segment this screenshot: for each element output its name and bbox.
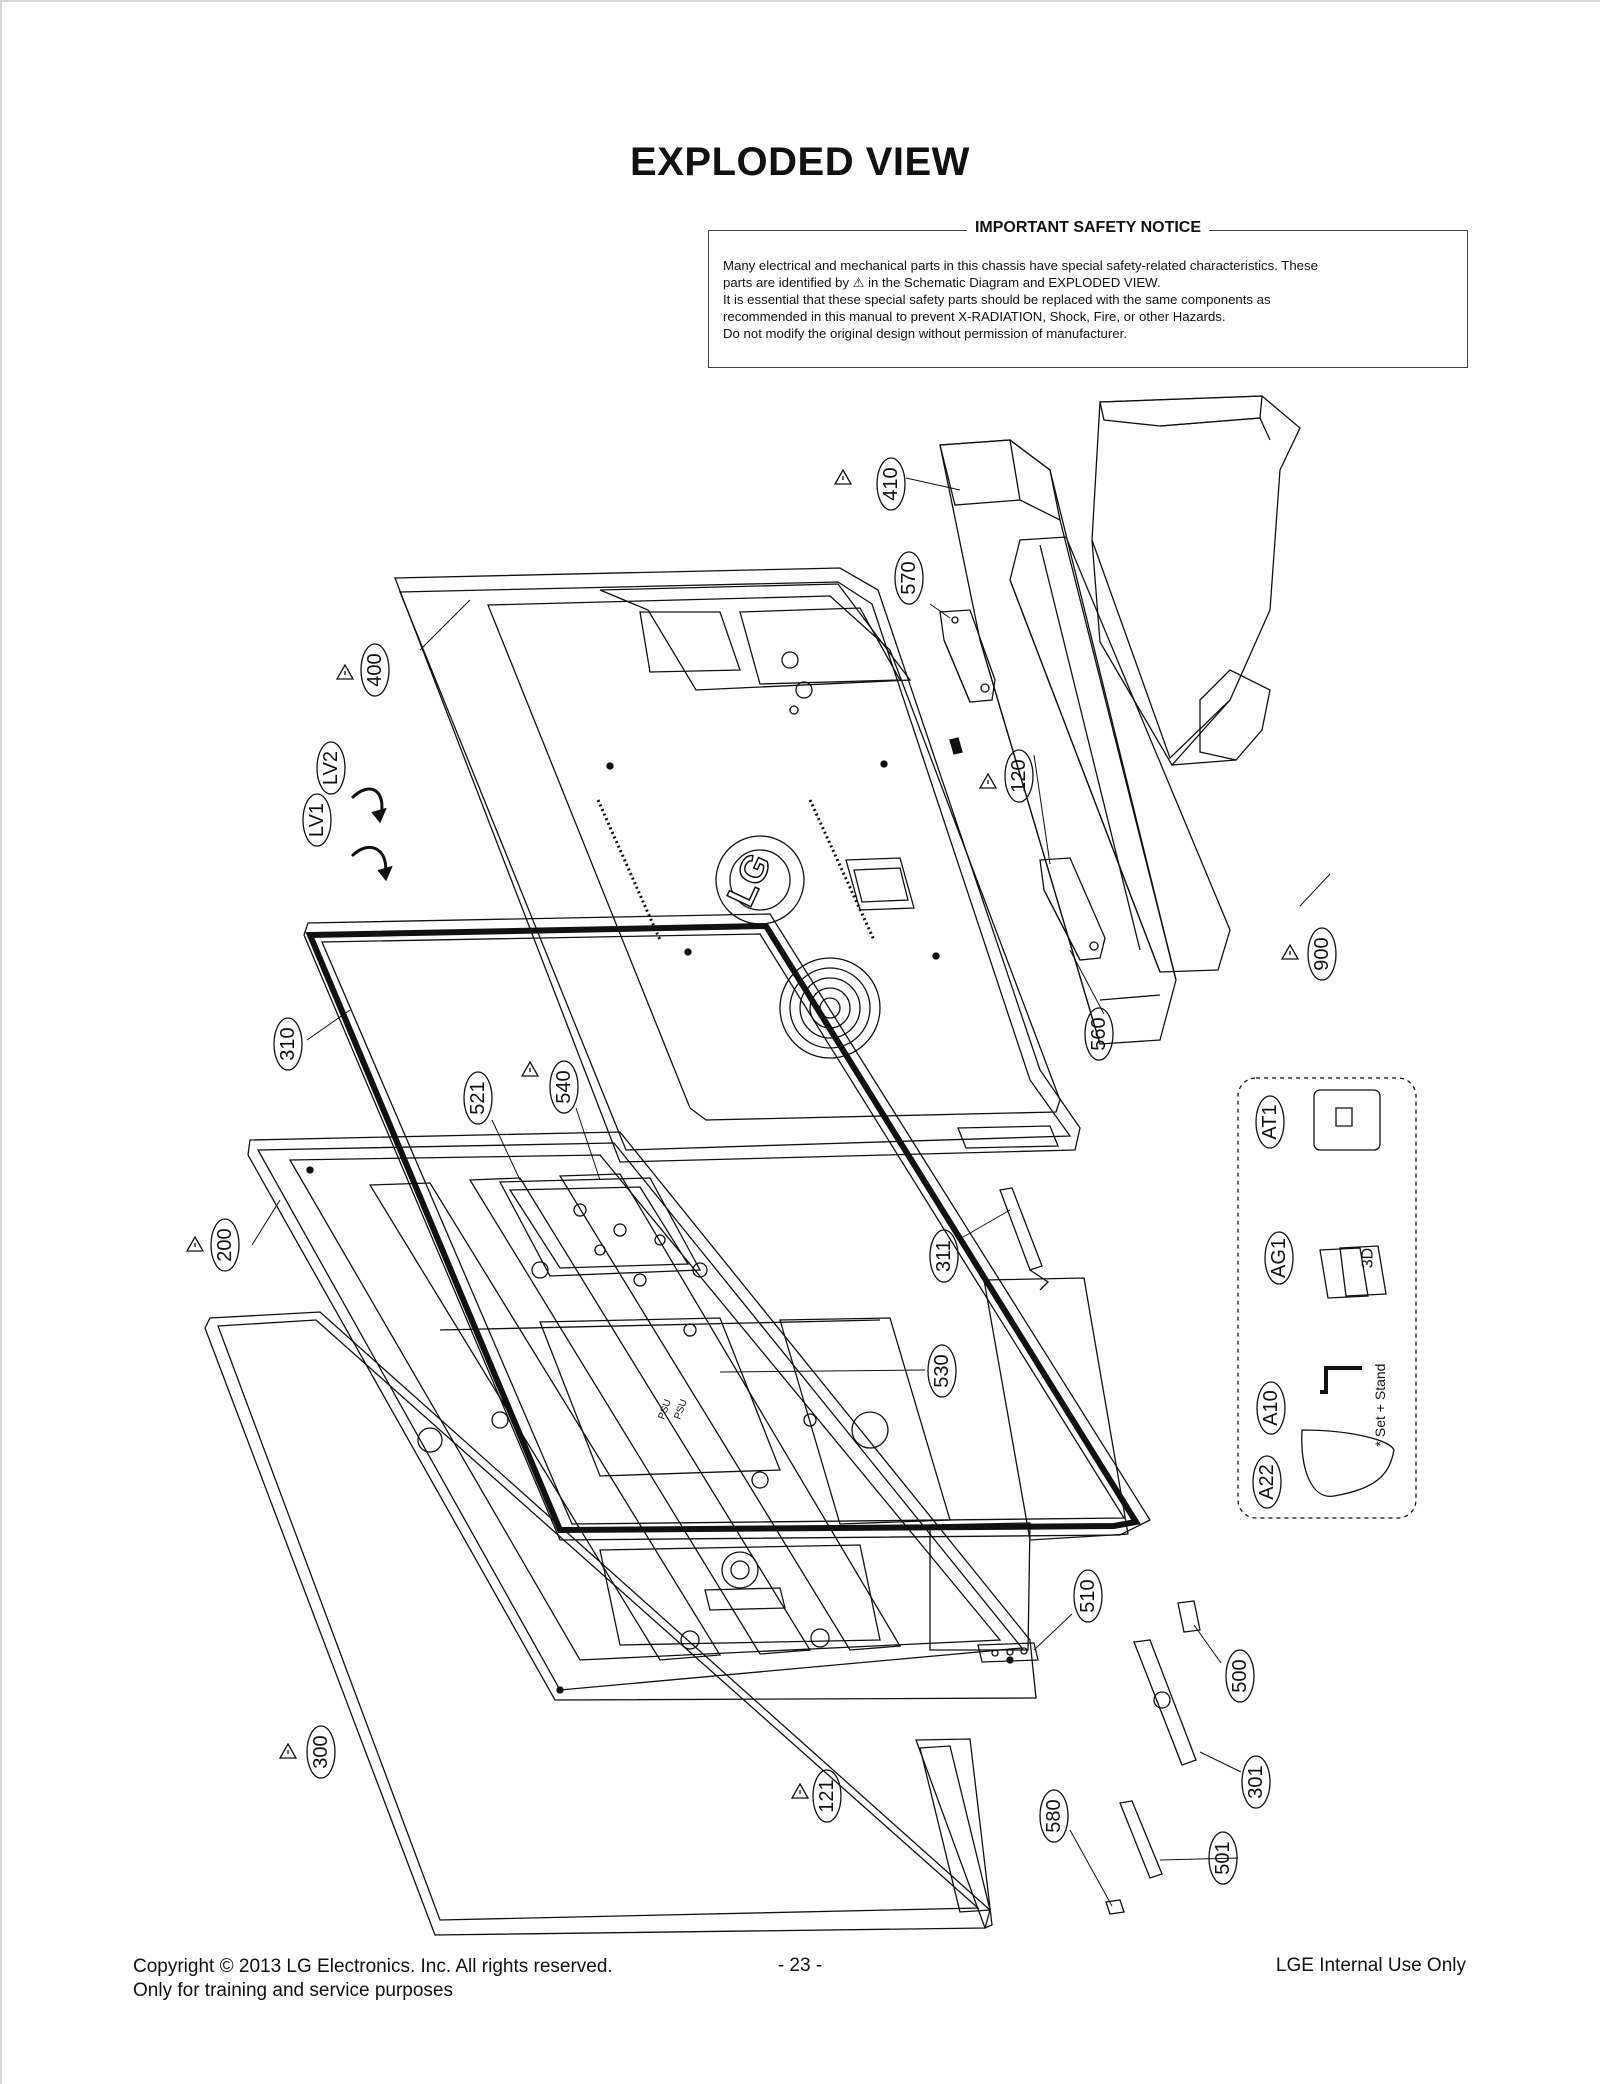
svg-text:120: 120 (1008, 759, 1030, 792)
svg-text:AT1: AT1 (1259, 1104, 1281, 1139)
back-cover (394, 567, 1081, 1163)
callout-560: 560 (1084, 1007, 1114, 1061)
notice-line-5: Do not modify the original design withou… (723, 326, 1127, 341)
shield-plate (779, 1317, 951, 1525)
key-board (977, 1642, 1039, 1663)
svg-text:PSU: PSU (672, 1398, 689, 1421)
callout-510: 510 (1073, 1569, 1103, 1623)
callout-300: 300 (306, 1725, 336, 1779)
lower-panel (919, 1745, 991, 1913)
stand-column (1009, 536, 1231, 973)
svg-text:121: 121 (816, 1779, 838, 1812)
board-501 (1119, 1800, 1163, 1879)
rotation-arrows (350, 787, 393, 882)
notice-line-2: parts are identified by ⚠ in the Schemat… (723, 275, 1161, 290)
notice-line-4: recommended in this manual to prevent X-… (723, 309, 1226, 324)
footer-internal-use: LGE Internal Use Only (1275, 1955, 1466, 1976)
svg-text:540: 540 (553, 1070, 575, 1103)
side-bracket (999, 1187, 1050, 1291)
callout-121: 121 (812, 1769, 842, 1823)
callout-530: 530 (927, 1344, 957, 1398)
page-edge-left (0, 0, 2, 2084)
leader-lines (251, 477, 1331, 1907)
part-callouts: 410 570 400 LV2 LV1 120 900 560 310 540 … (210, 457, 1337, 1885)
svg-text:A10: A10 (1260, 1390, 1282, 1426)
warning-triangle-icon: ⚠ (852, 275, 865, 290)
svg-text:300: 300 (310, 1735, 332, 1768)
svg-text:580: 580 (1043, 1799, 1065, 1832)
svg-text:410: 410 (880, 467, 902, 500)
callout-310: 310 (273, 1017, 303, 1071)
label-set-stand: * Set + Stand (1372, 1364, 1388, 1447)
callout-521: 521 (463, 1071, 493, 1125)
callout-301: 301 (1241, 1755, 1271, 1809)
footer-copyright: Copyright © 2013 LG Electronics. Inc. Al… (133, 1956, 613, 2001)
bracket-301 (1133, 1639, 1197, 1766)
svg-text:311: 311 (933, 1240, 955, 1272)
callout-lv2: LV2 (316, 741, 346, 795)
svg-text:521: 521 (467, 1081, 489, 1114)
callout-200: 200 (210, 1218, 240, 1272)
main-board (498, 1177, 702, 1277)
svg-text:400: 400 (364, 653, 386, 686)
callout-570: 570 (894, 551, 924, 605)
power-board: PSU PSU (539, 1317, 781, 1477)
rotated-labels: LG 3D * Set + Stand (719, 846, 1388, 1447)
svg-text:A22: A22 (1256, 1464, 1278, 1500)
svg-text:301: 301 (1245, 1765, 1267, 1798)
callout-900: 900 (1307, 927, 1337, 981)
svg-text:310: 310 (277, 1027, 299, 1060)
callout-lv1: LV1 (302, 793, 332, 847)
svg-text:AG1: AG1 (1268, 1238, 1290, 1278)
page-title: EXPLODED VIEW (630, 140, 970, 184)
callout-501: 501 (1208, 1831, 1238, 1885)
hinge-bracket-upper (939, 609, 996, 703)
accessory-box (1237, 1077, 1417, 1519)
svg-text:900: 900 (1311, 937, 1333, 970)
svg-text:570: 570 (898, 561, 920, 594)
notice-line-3: It is essential that these special safet… (723, 292, 1271, 307)
callout-500: 500 (1225, 1649, 1255, 1703)
notice-line-1: Many electrical and mechanical parts in … (723, 258, 1318, 273)
lg-logo: LG (720, 847, 780, 913)
callout-540: 540 (549, 1060, 579, 1114)
callout-311: 311 (929, 1229, 959, 1283)
svg-text:560: 560 (1088, 1017, 1110, 1050)
svg-text:200: 200 (214, 1228, 236, 1261)
backlight-panel (929, 1277, 1129, 1651)
callout-a10: A10 (1256, 1381, 1286, 1435)
svg-text:500: 500 (1229, 1659, 1251, 1692)
svg-text:530: 530 (931, 1354, 953, 1387)
display-frame (303, 913, 1151, 1541)
callout-a22: A22 (1252, 1455, 1282, 1509)
stand-neck (939, 439, 1177, 1045)
safety-notice-body: Many electrical and mechanical parts in … (723, 257, 1453, 342)
svg-text:LV2: LV2 (320, 751, 342, 785)
clip-580 (1105, 1899, 1125, 1915)
safety-notice-heading: IMPORTANT SAFETY NOTICE (709, 219, 1467, 237)
svg-text:PSU: PSU (656, 1398, 673, 1421)
svg-text:510: 510 (1077, 1579, 1099, 1612)
page-number: - 23 - (777, 1955, 823, 1976)
callout-410: 410 (876, 457, 906, 511)
label-3d: 3D (1360, 1248, 1377, 1268)
svg-text:501: 501 (1212, 1841, 1234, 1874)
safety-notice-box: IMPORTANT SAFETY NOTICE Many electrical … (708, 219, 1468, 368)
callout-120: 120 (1004, 749, 1034, 803)
front-bezel (204, 1311, 993, 1936)
svg-text:LV1: LV1 (306, 803, 328, 837)
hinge-bracket-lower (1039, 857, 1106, 961)
page-edge-top (0, 0, 1600, 2)
stand-base (1091, 395, 1301, 767)
ir-receiver (1177, 1600, 1201, 1633)
module-chassis (247, 1131, 1037, 1701)
callout-at1: AT1 (1255, 1095, 1285, 1149)
callout-ag1: AG1 (1264, 1231, 1294, 1285)
callout-400: 400 (360, 643, 390, 697)
warning-triangle-icons (185, 468, 1300, 1799)
callout-580: 580 (1039, 1789, 1069, 1843)
